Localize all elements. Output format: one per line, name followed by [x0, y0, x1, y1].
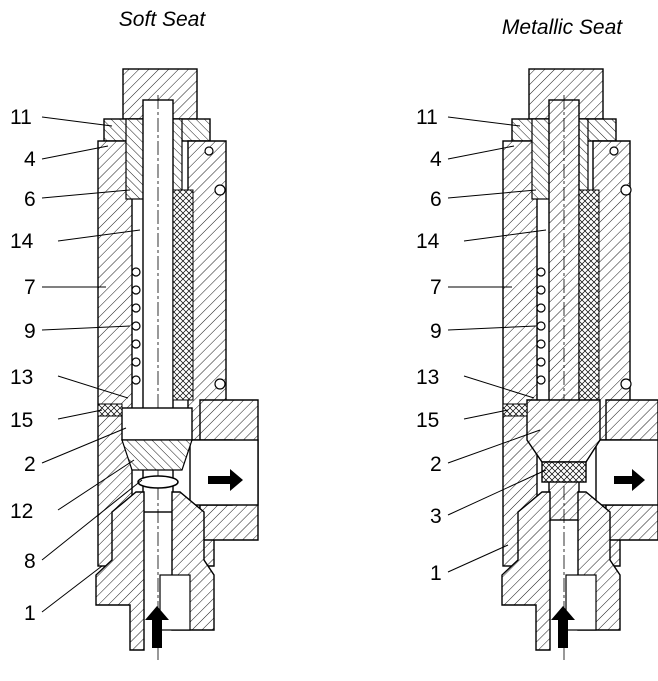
soft-label-6: 6 — [24, 188, 36, 211]
arrow-right-icon — [208, 469, 243, 491]
soft-label-8: 8 — [24, 550, 36, 573]
arrow-up-icon — [551, 606, 575, 648]
soft-label-9: 9 — [24, 320, 36, 343]
metallic-seat-view: Metallic Seat — [416, 16, 658, 660]
disc-holder — [121, 407, 193, 441]
guide-part — [121, 439, 193, 471]
soft-label-4: 4 — [24, 148, 36, 171]
outlet-port — [595, 439, 658, 506]
metallic-label-6: 6 — [430, 188, 442, 211]
bonnet-left-wall — [502, 140, 538, 567]
spring-coils — [131, 267, 141, 385]
arrow-right-icon — [614, 469, 645, 491]
metallic-label-4: 4 — [430, 148, 442, 171]
soft-label-13: 13 — [10, 366, 33, 389]
inlet-body-left — [95, 491, 145, 651]
bonnet-bolts — [609, 146, 632, 390]
metallic-label-1: 1 — [430, 562, 442, 585]
metallic-seat-ring — [541, 461, 587, 483]
soft-seat-ring — [137, 475, 179, 489]
spring-stack — [578, 189, 600, 401]
inlet-bore — [159, 574, 191, 631]
metallic-seat-title: Metallic Seat — [502, 16, 623, 39]
metallic-label-11: 11 — [416, 106, 438, 129]
metallic-label-2: 2 — [430, 453, 442, 476]
inlet-body-left — [501, 491, 551, 651]
soft-label-15: 15 — [10, 409, 33, 432]
soft-label-2: 2 — [24, 453, 36, 476]
soft-label-14: 14 — [10, 230, 34, 253]
bonnet-bolts — [204, 146, 226, 390]
soft-label-11: 11 — [10, 106, 32, 129]
soft-seat-title: Soft Seat — [119, 8, 207, 31]
metallic-seat-callouts — [447, 116, 547, 573]
inlet-bore — [565, 574, 597, 631]
soft-seat-view: Soft Seat — [10, 8, 259, 660]
metallic-label-15: 15 — [416, 409, 439, 432]
spring-stack — [172, 189, 194, 401]
soft-label-1: 1 — [24, 602, 36, 625]
soft-label-12: 12 — [10, 500, 33, 523]
metallic-label-7: 7 — [430, 276, 442, 299]
metallic-label-13: 13 — [416, 366, 439, 389]
lift-pin — [97, 403, 123, 417]
spring-coils — [536, 267, 546, 385]
outlet-port — [189, 439, 259, 506]
metallic-label-14: 14 — [416, 230, 440, 253]
arrow-up-icon — [145, 606, 169, 648]
metallic-label-3: 3 — [430, 505, 442, 528]
lift-pin — [502, 403, 528, 417]
soft-label-7: 7 — [24, 276, 36, 299]
soft-seat-callouts — [41, 116, 143, 613]
bonnet-left-wall — [97, 140, 133, 567]
metallic-label-9: 9 — [430, 320, 442, 343]
